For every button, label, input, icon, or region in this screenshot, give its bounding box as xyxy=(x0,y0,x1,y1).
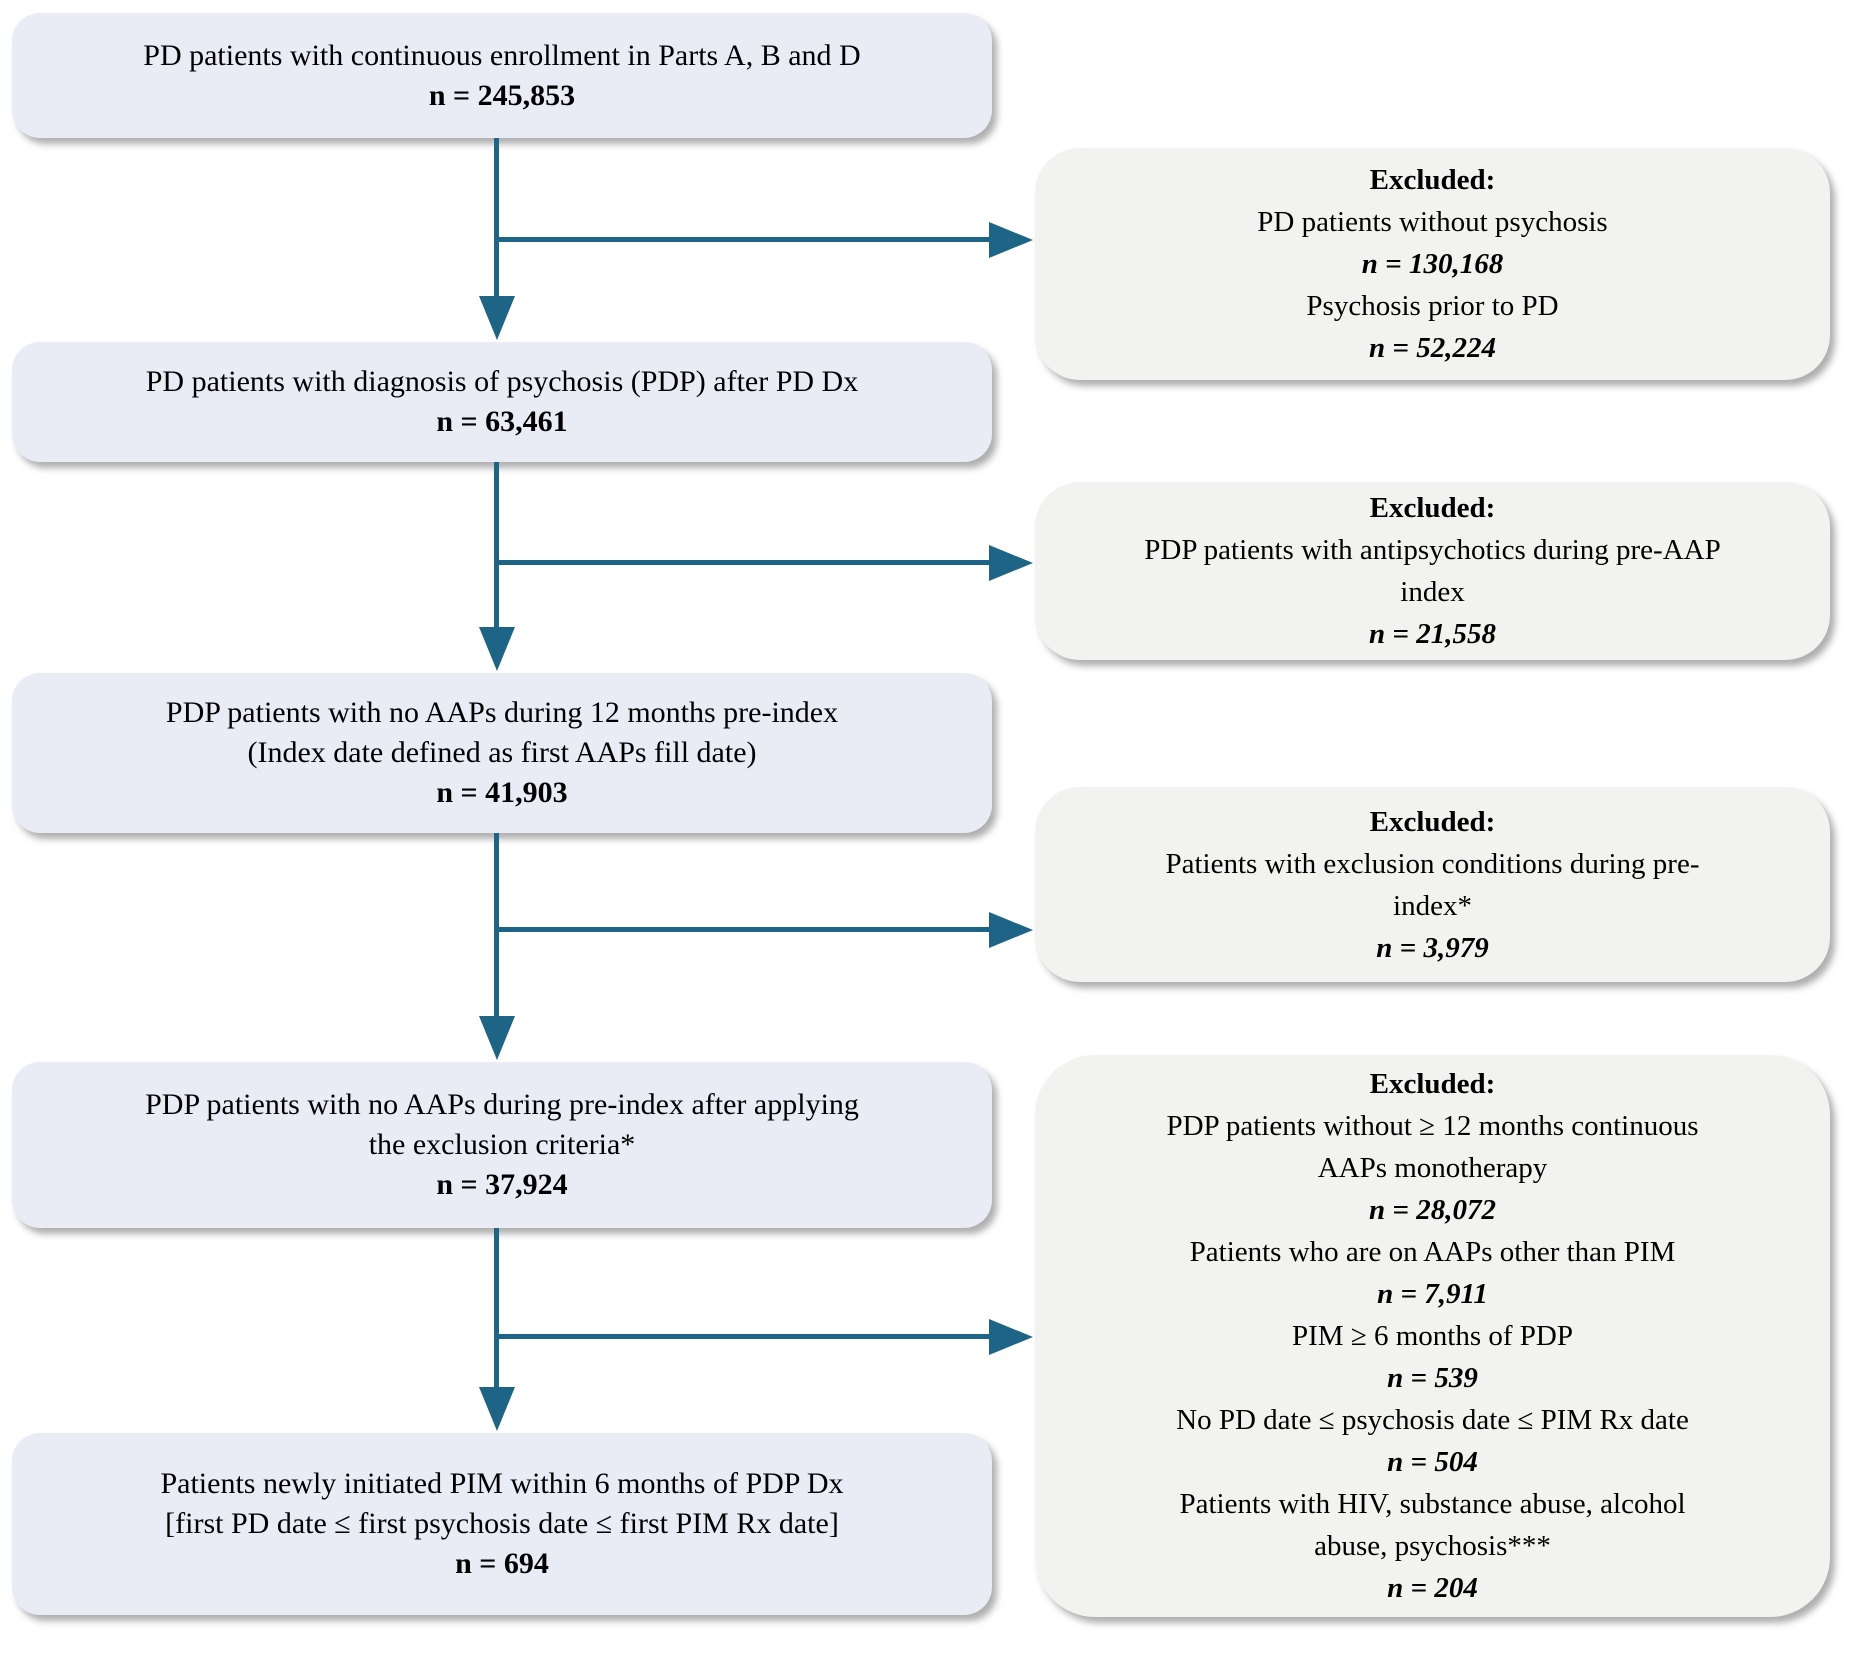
excluded-n-value: n = 130,168 xyxy=(1361,248,1504,280)
arrow-down-4-head xyxy=(479,1387,515,1431)
excluded-item: Patients who are on AAPs other than PIM xyxy=(1189,1236,1676,1268)
excluded-item: AAPs monotherapy xyxy=(1317,1152,1548,1184)
excluded-box-2: Excluded: PDP patients with antipsychoti… xyxy=(1035,482,1830,660)
flow-step-1-box: PD patients with continuous enrollment i… xyxy=(12,13,992,138)
excluded-n-value: n = 28,072 xyxy=(1369,1194,1496,1226)
arrow-right-1-head xyxy=(989,222,1033,258)
step-2-n-value: n = 63,461 xyxy=(436,405,568,438)
flow-step-4-box: PDP patients with no AAPs during pre-ind… xyxy=(12,1062,992,1228)
excluded-header: Excluded: xyxy=(1369,1068,1496,1100)
arrow-right-4-head xyxy=(989,1319,1033,1355)
excluded-n-value: n = 539 xyxy=(1387,1362,1478,1394)
excluded-header: Excluded: xyxy=(1369,805,1496,838)
arrow-right-1-line xyxy=(494,237,989,242)
excluded-header: Excluded: xyxy=(1369,492,1496,524)
excluded-item: abuse, psychosis*** xyxy=(1314,1530,1551,1562)
arrow-down-3-line xyxy=(494,833,499,1016)
step-1-text: PD patients with continuous enrollment i… xyxy=(143,38,861,72)
arrow-right-3-head xyxy=(989,912,1033,948)
excluded-item: index* xyxy=(1393,889,1472,922)
excluded-item: No PD date ≤ psychosis date ≤ PIM Rx dat… xyxy=(1176,1404,1689,1436)
arrow-right-2-head xyxy=(989,545,1033,581)
step-3-text: PDP patients with no AAPs during 12 mont… xyxy=(165,696,839,729)
excluded-header: Excluded: xyxy=(1369,164,1496,196)
excluded-item: Patients with HIV, substance abuse, alco… xyxy=(1179,1488,1686,1520)
excluded-item: Patients with exclusion conditions durin… xyxy=(1165,847,1700,880)
step-4-n-value: n = 37,924 xyxy=(436,1168,568,1201)
excluded-n-value: n = 204 xyxy=(1387,1572,1478,1604)
step-3-text: (Index date defined as first AAPs fill d… xyxy=(247,736,757,769)
excluded-n-value: n = 3,979 xyxy=(1376,931,1489,964)
excluded-item: PDP patients with antipsychotics during … xyxy=(1144,534,1721,566)
arrow-down-1-line xyxy=(494,138,499,296)
flow-step-5-box: Patients newly initiated PIM within 6 mo… xyxy=(12,1433,992,1615)
excluded-n-value: n = 21,558 xyxy=(1369,618,1496,650)
step-3-n-value: n = 41,903 xyxy=(436,776,568,809)
arrow-right-2-line xyxy=(494,560,989,565)
flow-step-3-box: PDP patients with no AAPs during 12 mont… xyxy=(12,673,992,833)
excluded-n-value: n = 504 xyxy=(1387,1446,1478,1478)
step-4-text: PDP patients with no AAPs during pre-ind… xyxy=(145,1088,859,1121)
arrow-down-3-head xyxy=(479,1016,515,1060)
excluded-item: index xyxy=(1400,576,1465,608)
arrow-right-4-line xyxy=(494,1334,989,1339)
flow-step-2-box: PD patients with diagnosis of psychosis … xyxy=(12,342,992,462)
arrow-right-3-line xyxy=(494,927,989,932)
excluded-box-1: Excluded: PD patients without psychosis … xyxy=(1035,148,1830,380)
step-4-text: the exclusion criteria* xyxy=(368,1128,636,1161)
excluded-box-3: Excluded: Patients with exclusion condit… xyxy=(1035,787,1830,982)
excluded-item: Psychosis prior to PD xyxy=(1306,290,1559,322)
step-5-n-value: n = 694 xyxy=(455,1547,549,1580)
excluded-n-value: n = 52,224 xyxy=(1369,332,1496,364)
step-1-n-value: n = 245,853 xyxy=(428,78,576,112)
excluded-box-4: Excluded: PDP patients without ≥ 12 mont… xyxy=(1035,1055,1830,1617)
arrow-down-4-line xyxy=(494,1228,499,1387)
step-2-text: PD patients with diagnosis of psychosis … xyxy=(145,365,859,398)
step-5-text: [first PD date ≤ first psychosis date ≤ … xyxy=(165,1507,839,1540)
excluded-item: PDP patients without ≥ 12 months continu… xyxy=(1166,1110,1699,1142)
arrow-down-2-head xyxy=(479,627,515,671)
step-5-text: Patients newly initiated PIM within 6 mo… xyxy=(160,1467,844,1500)
arrow-down-2-line xyxy=(494,462,499,627)
arrow-down-1-head xyxy=(479,296,515,340)
excluded-item: PD patients without psychosis xyxy=(1257,206,1608,238)
excluded-n-value: n = 7,911 xyxy=(1377,1278,1488,1310)
excluded-item: PIM ≥ 6 months of PDP xyxy=(1292,1320,1573,1352)
